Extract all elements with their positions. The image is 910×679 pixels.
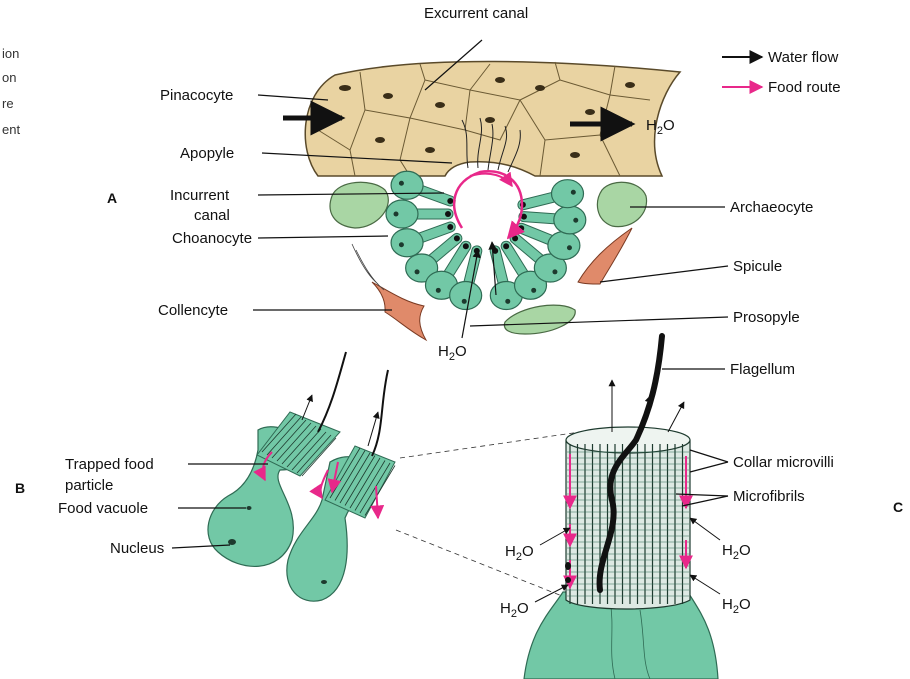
spicule-a — [578, 228, 632, 284]
leader-choanocyte — [258, 236, 388, 238]
legend-water-flow-label: Water flow — [768, 49, 838, 66]
label-collar-microvilli: Collar microvilli — [733, 454, 834, 471]
archaeocyte-right — [597, 182, 646, 226]
archaeocyte-left — [330, 182, 388, 228]
panel-label-a: A — [107, 190, 117, 206]
svg-text:ion: ion — [2, 46, 19, 61]
trapped-particle-c-1 — [565, 562, 571, 570]
svg-text:on: on — [2, 70, 16, 85]
label-h2o-chamber: H2O — [438, 343, 467, 363]
label-spicule: Spicule — [733, 258, 782, 275]
choanocyte-b-2 — [287, 370, 395, 601]
label-trapped-food-2: particle — [65, 477, 113, 494]
nucleus-b-2 — [321, 580, 327, 584]
svg-text:ent: ent — [2, 122, 20, 137]
label-trapped-food-1: Trapped food — [65, 456, 154, 473]
label-apopyle: Apopyle — [180, 145, 234, 162]
label-incurrent-canal-1: Incurrent — [170, 187, 230, 204]
label-collencyte: Collencyte — [158, 302, 228, 319]
label-pinacocyte: Pinacocyte — [160, 87, 233, 104]
choanocyte-a-12 — [520, 180, 584, 208]
label-h2o-right-1: H2O — [722, 542, 751, 562]
label-food-vacuole: Food vacuole — [58, 500, 148, 517]
panel-c: C Flagellum Collar microvilli — [500, 336, 903, 679]
label-nucleus: Nucleus — [110, 540, 164, 557]
leader-collar-microvilli-2 — [690, 462, 728, 472]
vacuole-b-1 — [247, 506, 252, 510]
mesohyl-fibers — [352, 244, 384, 290]
food-route-arc-a — [454, 171, 522, 238]
panel-a: A Excurrent canal Pinacocyte Apopyle Inc… — [107, 5, 813, 363]
label-h2o-right-2: H2O — [722, 596, 751, 616]
svg-text:re: re — [2, 96, 14, 111]
flagellum-b-1 — [318, 352, 346, 432]
label-flagellum: Flagellum — [730, 361, 795, 378]
leader-collar-microvilli-1 — [690, 450, 728, 462]
label-microfibrils: Microfibrils — [733, 488, 805, 505]
label-choanocyte: Choanocyte — [172, 230, 252, 247]
panel-label-c: C — [893, 499, 903, 515]
label-incurrent-canal-2: canal — [194, 207, 230, 224]
trapped-particle-c-2 — [565, 577, 571, 583]
collencyte-a — [372, 282, 426, 340]
panel-label-b: B — [15, 480, 25, 496]
label-h2o-left-2: H2O — [500, 600, 529, 620]
label-archaeocyte: Archaeocyte — [730, 199, 813, 216]
leader-spicule — [600, 266, 728, 282]
choanocyte-a-2 — [386, 200, 451, 228]
zoom-guide-bottom — [396, 530, 562, 596]
zoom-guide-top — [400, 432, 580, 458]
arrow-h2o-right-1 — [690, 518, 720, 540]
label-prosopyle: Prosopyle — [733, 309, 800, 326]
legend: Water flow Food route — [722, 49, 841, 96]
label-h2o-left-1: H2O — [505, 543, 534, 563]
arrow-h2o-right-2 — [690, 575, 720, 594]
choanocyte-ring — [386, 171, 586, 309]
cut-off-text: ion on re ent — [2, 46, 20, 137]
prosopyle-cell — [504, 305, 575, 334]
panel-b: B Trapped food particle — [15, 352, 395, 601]
flagellum-b-2 — [372, 370, 388, 456]
label-excurrent-canal: Excurrent canal — [424, 5, 528, 22]
legend-food-route-label: Food route — [768, 79, 841, 96]
nucleus-b-1 — [228, 539, 236, 545]
